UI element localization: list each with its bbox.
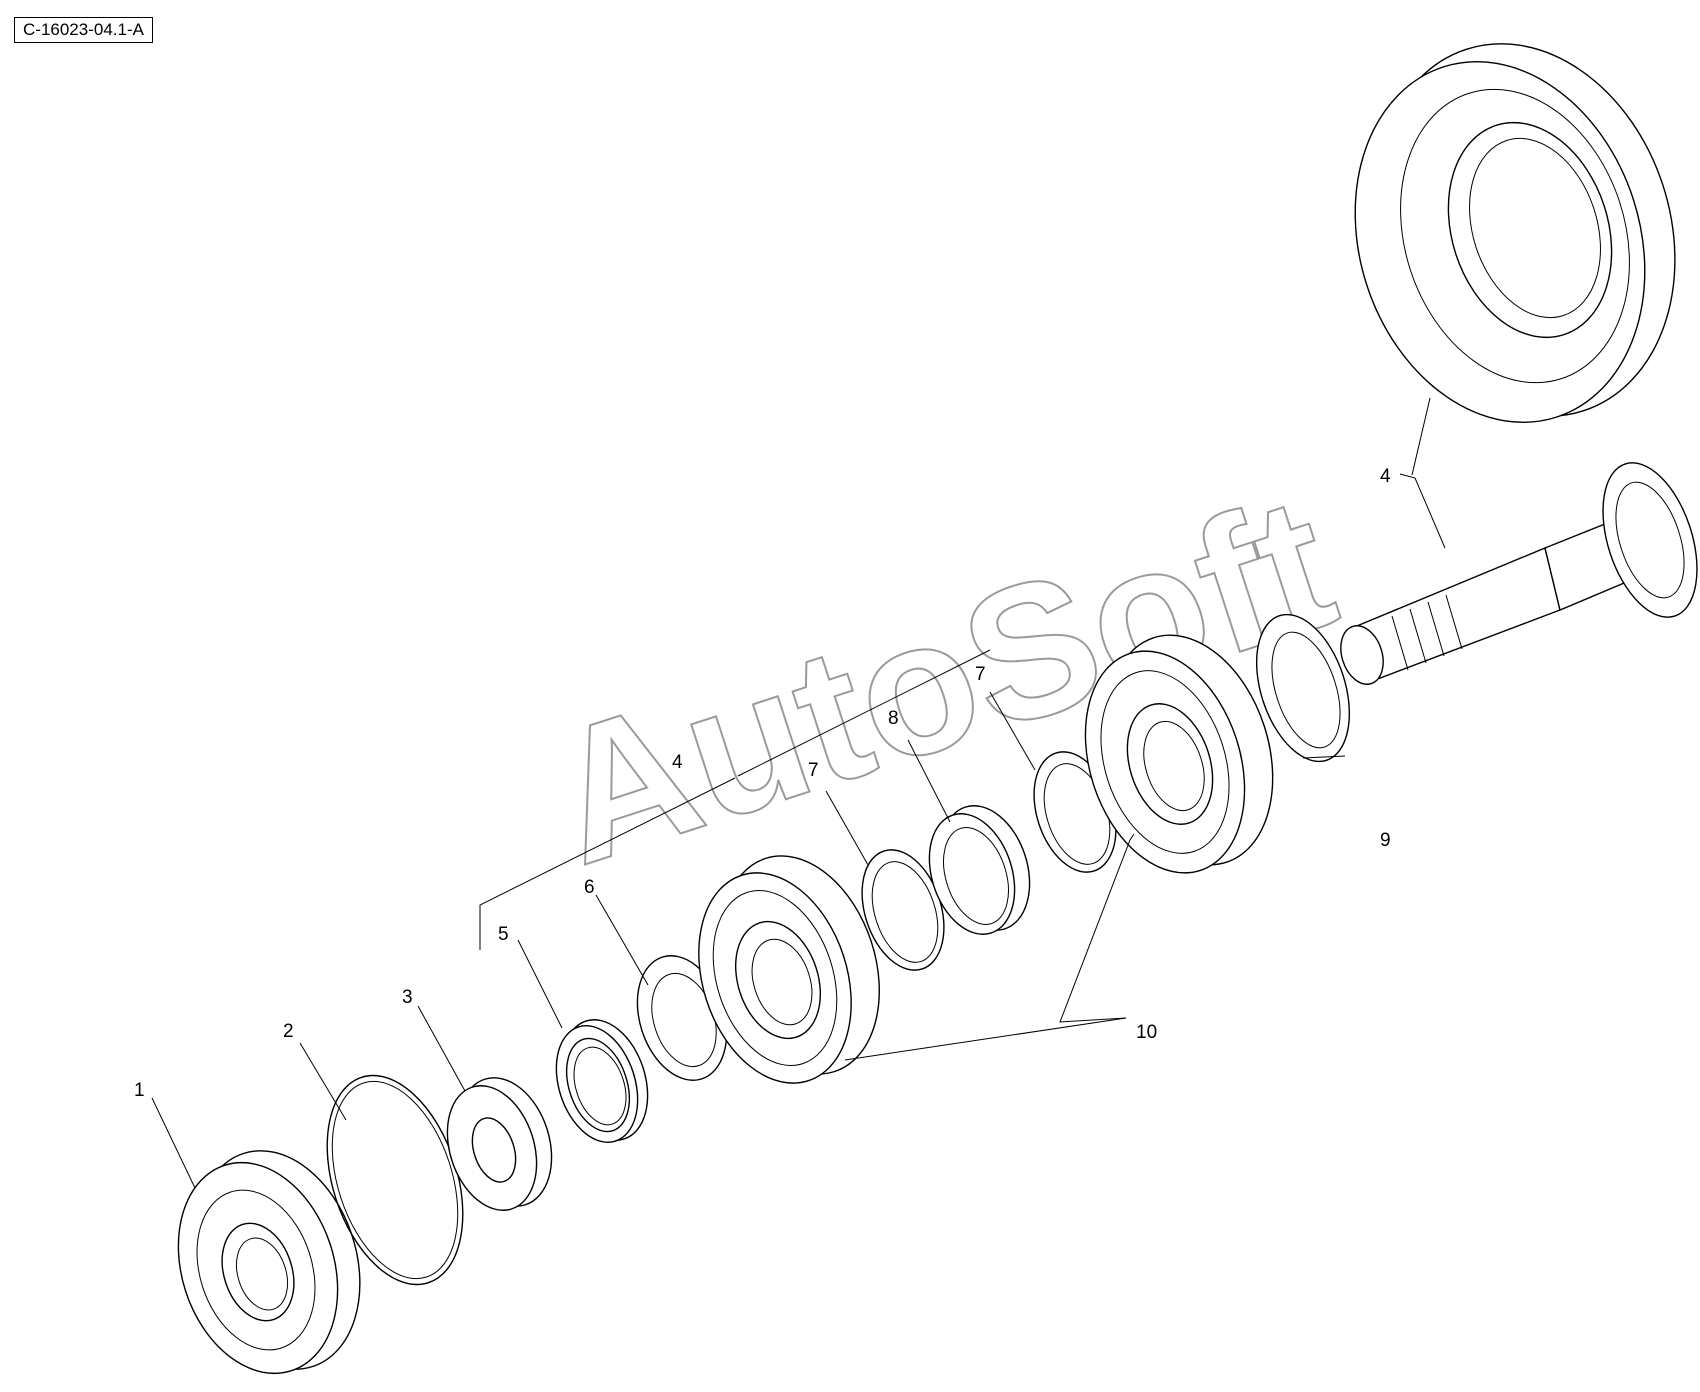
part-8-spacer[interactable]	[915, 794, 1045, 945]
callout-6: 6	[584, 877, 595, 898]
callout-3: 3	[402, 987, 413, 1008]
callout-4-upper: 4	[1380, 466, 1391, 487]
callout-10: 10	[1136, 1022, 1157, 1043]
part-5-lock-nut[interactable]	[542, 1009, 662, 1153]
callout-7-right: 7	[975, 664, 986, 685]
callout-9: 9	[1380, 830, 1391, 851]
callout-5: 5	[498, 924, 509, 945]
callout-1: 1	[134, 1080, 145, 1101]
callout-numbers: 1 2 3 5 6 4 7 8 7 9 10 4	[134, 466, 1391, 1101]
part-10-bearing-left[interactable]	[673, 835, 906, 1103]
part-3-seal[interactable]	[432, 1066, 567, 1222]
callout-8: 8	[888, 708, 899, 729]
callout-4-lower: 4	[672, 752, 683, 773]
drawing-reference-label: C-16023-04.1-A	[14, 17, 153, 43]
part-4-pinion-shaft[interactable]	[1334, 451, 1700, 690]
leader-lines	[151, 397, 1446, 1189]
callout-2: 2	[283, 1021, 294, 1042]
part-10-bearing-right[interactable]	[1058, 614, 1300, 894]
part-4-crown-wheel[interactable]	[1310, 4, 1700, 460]
part-9-thrust-washer[interactable]	[1240, 603, 1367, 774]
callout-7-left: 7	[808, 760, 819, 781]
part-1-cover[interactable]	[152, 1129, 386, 1392]
